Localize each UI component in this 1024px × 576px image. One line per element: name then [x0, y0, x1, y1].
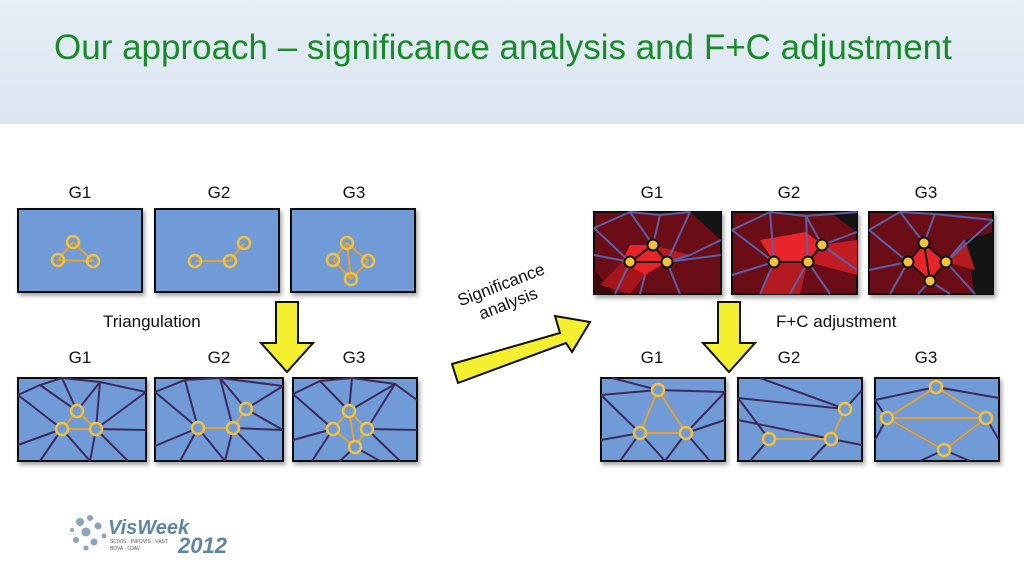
panel-left-bottom-g1	[17, 376, 147, 462]
left-top-label-g3: G3	[343, 183, 366, 202]
visweek-logo: VisWeek 2012 SCIVIS · INFOVIS · VAST BDV…	[70, 515, 228, 558]
panel-right-top-g2	[731, 210, 858, 295]
panel-right-top-g3	[868, 210, 994, 295]
left-bottom-label-g3: G3	[343, 348, 366, 367]
visweek-logo-year: 2012	[177, 533, 228, 558]
panel-left-top-g2	[154, 208, 280, 293]
right-bottom-label-g3: G3	[915, 348, 938, 367]
graph-left-top-g1	[50, 234, 101, 269]
panel-right-top-g1	[593, 210, 722, 295]
triangulation-down-arrow	[258, 301, 316, 374]
visweek-logo-mark	[70, 515, 107, 551]
slide-title: Our approach – significance analysis and…	[54, 28, 952, 67]
right-top-label-g3: G3	[915, 183, 938, 202]
panel-left-top-g3	[290, 208, 416, 293]
fc-adjustment-down-arrow	[700, 301, 758, 374]
slide-header-band	[0, 0, 1024, 124]
visweek-logo-word: VisWeek	[108, 517, 190, 539]
significance-analysis-arrow	[450, 314, 592, 385]
visweek-logo-tagline1: SCIVIS · INFOVIS · VAST	[110, 539, 168, 545]
fc-adjustment-label: F+C adjustment	[776, 312, 897, 331]
left-bottom-label-g1: G1	[69, 348, 92, 367]
left-top-label-g2: G2	[208, 183, 231, 202]
panel-left-bottom-g3	[292, 376, 418, 462]
graph-left-top-g2	[187, 235, 252, 269]
panel-right-bottom-g1	[600, 377, 726, 462]
visweek-logo-tagline2: BDVA · LDAV	[110, 546, 141, 552]
left-bottom-label-g2: G2	[208, 348, 231, 367]
panel-right-bottom-g3	[874, 377, 1000, 462]
graph-left-top-g3	[325, 235, 376, 287]
left-top-label-g1: G1	[69, 183, 92, 202]
significance-analysis-label: Significance analysis	[455, 260, 547, 324]
right-bottom-label-g1: G1	[641, 348, 664, 367]
panel-left-bottom-g2	[154, 376, 284, 462]
panel-right-bottom-g2	[737, 377, 863, 462]
triangulation-label: Triangulation	[103, 312, 201, 331]
right-top-label-g2: G2	[778, 183, 801, 202]
right-top-label-g1: G1	[641, 183, 664, 202]
right-bottom-label-g2: G2	[778, 348, 801, 367]
panel-left-top-g1	[17, 208, 143, 293]
